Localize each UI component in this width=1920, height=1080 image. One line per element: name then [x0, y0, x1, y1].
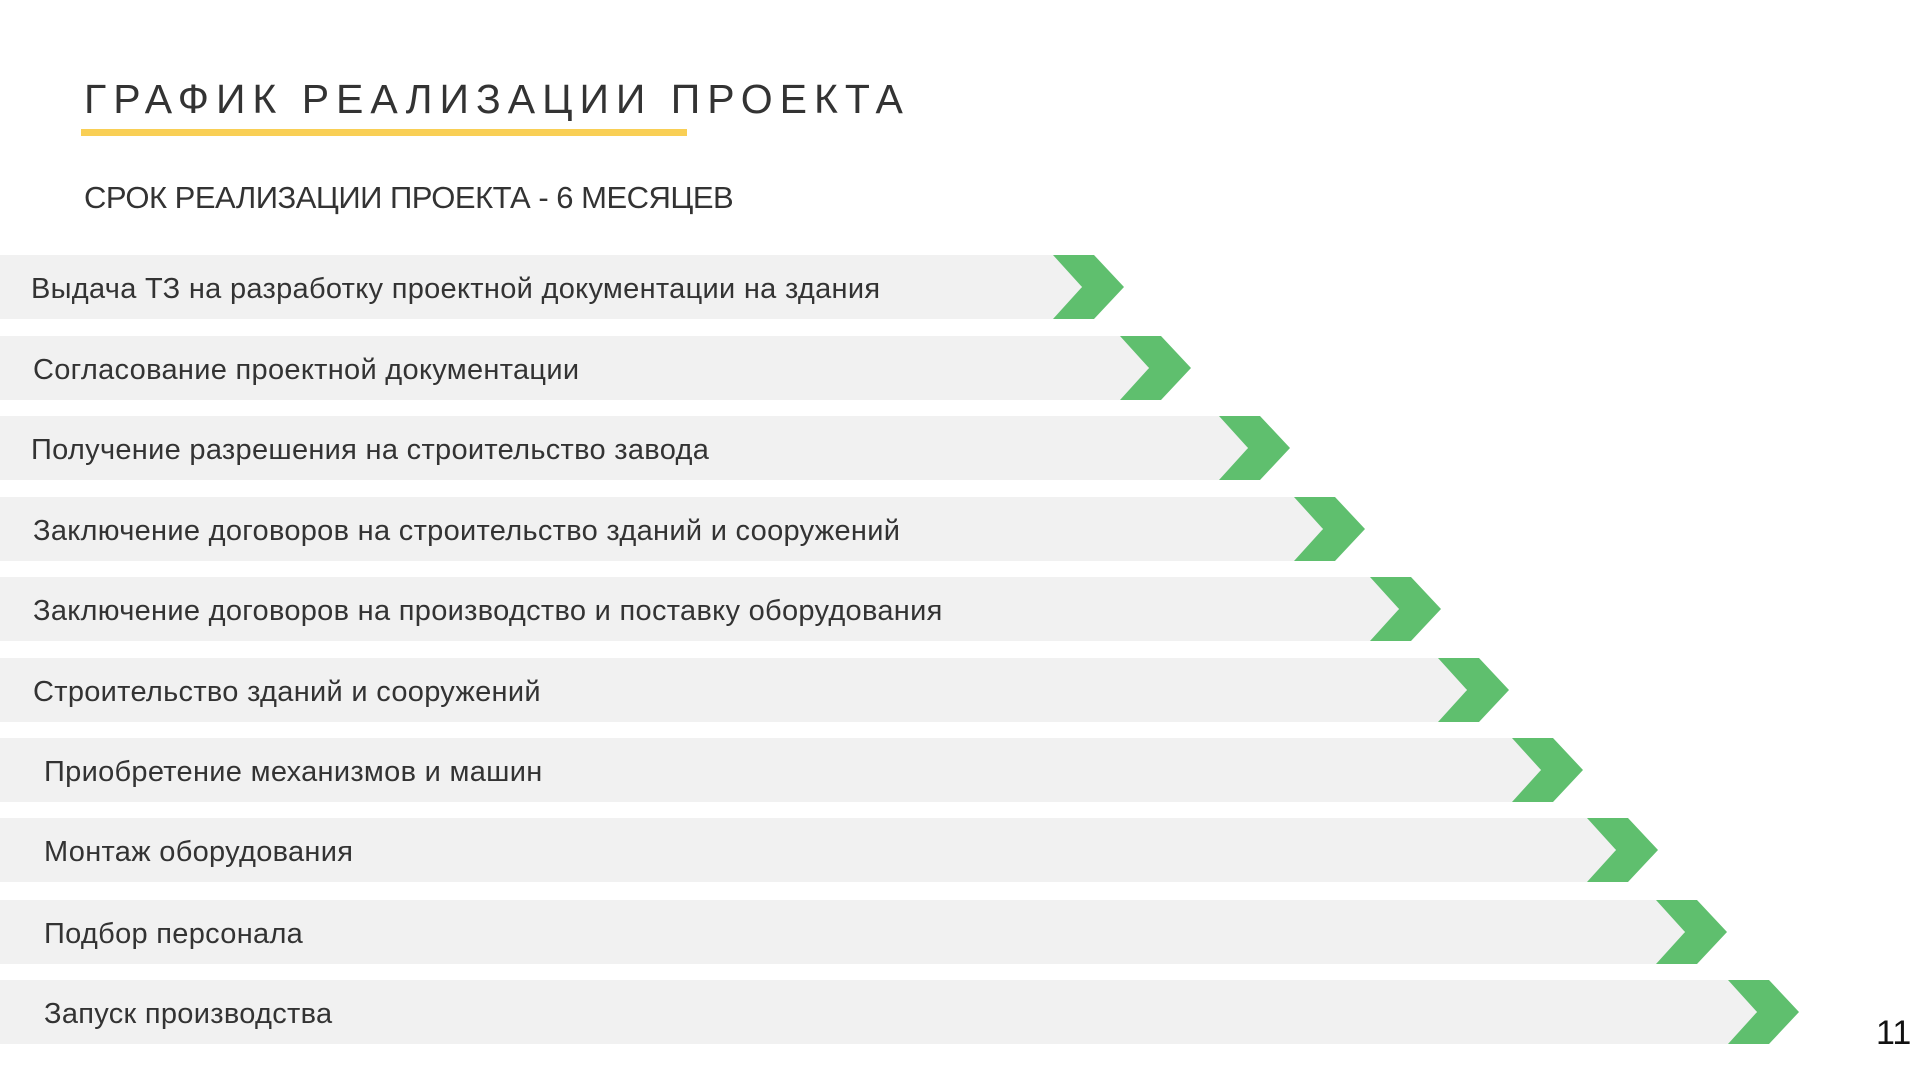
title-underline	[81, 129, 687, 136]
page-subtitle: СРОК РЕАЛИЗАЦИИ ПРОЕКТА - 6 МЕСЯЦЕВ	[84, 180, 734, 215]
step-bar	[0, 497, 1322, 561]
step-label: Запуск производства	[44, 998, 333, 1030]
step-label: Получение разрешения на строительство за…	[31, 434, 710, 466]
chevron-arrow-icon	[1120, 336, 1191, 400]
step-bar	[0, 818, 1615, 882]
step-bar	[0, 658, 1466, 722]
step-label: Заключение договоров на строительство зд…	[33, 515, 901, 547]
step-label: Монтаж оборудования	[44, 836, 354, 868]
chevron-arrow-icon	[1219, 416, 1290, 480]
step-label: Приобретение механизмов и машин	[44, 756, 543, 788]
chevron-arrow-icon	[1438, 658, 1509, 722]
chevron-arrow-icon	[1656, 900, 1727, 964]
step-bar	[0, 738, 1540, 802]
step-bar	[0, 416, 1247, 480]
chevron-arrow-icon	[1512, 738, 1583, 802]
step-label: Подбор персонала	[44, 918, 304, 950]
step-bar	[0, 255, 1081, 319]
step-label: Согласование проектной документации	[33, 354, 580, 386]
step-label: Строительство зданий и сооружений	[33, 676, 541, 708]
chevron-arrow-icon	[1053, 255, 1124, 319]
step-bar	[0, 336, 1148, 400]
step-label: Выдача ТЗ на разработку проектной докуме…	[31, 273, 881, 305]
step-bar	[0, 577, 1398, 641]
step-bar	[0, 980, 1756, 1044]
page-title: ГРАФИК РЕАЛИЗАЦИИ ПРОЕКТА	[84, 76, 910, 122]
chevron-arrow-icon	[1728, 980, 1799, 1044]
chevron-arrow-icon	[1587, 818, 1658, 882]
chevron-arrow-icon	[1294, 497, 1365, 561]
chevron-arrow-icon	[1370, 577, 1441, 641]
page-number: 11	[1876, 1014, 1912, 1052]
step-bar	[0, 900, 1684, 964]
step-label: Заключение договоров на производство и п…	[33, 595, 943, 627]
